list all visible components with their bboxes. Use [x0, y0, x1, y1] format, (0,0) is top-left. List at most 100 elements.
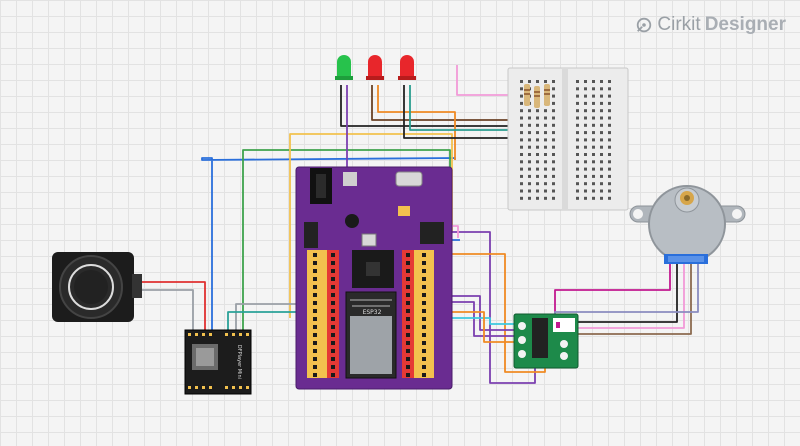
breadboard-hole[interactable]: [576, 123, 579, 127]
breadboard-hole[interactable]: [528, 196, 531, 200]
breadboard-hole[interactable]: [552, 153, 555, 156]
breadboard-hole[interactable]: [552, 131, 555, 135]
breadboard-hole[interactable]: [536, 189, 539, 193]
breadboard-hole[interactable]: [520, 145, 523, 149]
wire-led-red2-black[interactable]: [403, 85, 556, 139]
breadboard-hole[interactable]: [536, 109, 539, 113]
breadboard-hole[interactable]: [536, 196, 539, 200]
breadboard-hole[interactable]: [592, 182, 595, 186]
breadboard-hole[interactable]: [544, 116, 547, 120]
breadboard-hole[interactable]: [552, 87, 555, 91]
breadboard-hole[interactable]: [536, 138, 539, 142]
breadboard-hole[interactable]: [584, 116, 587, 120]
breadboard-hole[interactable]: [600, 94, 603, 98]
breadboard-hole[interactable]: [600, 101, 603, 105]
led-red-2[interactable]: [398, 55, 416, 80]
breadboard-hole[interactable]: [544, 196, 547, 200]
breadboard-hole[interactable]: [544, 145, 547, 149]
wire-stepper-magenta[interactable]: [554, 262, 671, 318]
wire-purple-d1[interactable]: [438, 295, 518, 331]
wire-cyan-d[interactable]: [438, 317, 518, 325]
breadboard-hole[interactable]: [600, 116, 603, 120]
stepper-motor[interactable]: [629, 185, 746, 264]
breadboard-hole[interactable]: [608, 138, 611, 142]
breadboard-hole[interactable]: [552, 189, 555, 193]
breadboard-hole[interactable]: [608, 153, 611, 156]
breadboard-hole[interactable]: [592, 167, 595, 171]
breadboard-hole[interactable]: [544, 174, 547, 178]
breadboard-hole[interactable]: [536, 80, 539, 83]
led-red-1[interactable]: [366, 55, 384, 80]
breadboard-hole[interactable]: [584, 145, 587, 149]
speaker[interactable]: [52, 252, 142, 322]
breadboard-hole[interactable]: [584, 131, 587, 135]
wire-speaker-gray[interactable]: [140, 289, 194, 336]
breadboard-hole[interactable]: [520, 174, 523, 178]
wire-led-red2-green[interactable]: [409, 85, 538, 131]
breadboard-hole[interactable]: [576, 153, 579, 156]
breadboard-hole[interactable]: [552, 182, 555, 186]
breadboard-hole[interactable]: [520, 138, 523, 142]
breadboard-hole[interactable]: [592, 80, 595, 83]
breadboard-hole[interactable]: [576, 80, 579, 83]
breadboard-hole[interactable]: [592, 101, 595, 105]
esp32-right-header[interactable]: [402, 250, 434, 378]
wire-orange-driver[interactable]: [418, 253, 546, 373]
breadboard-hole[interactable]: [584, 109, 587, 113]
breadboard-hole[interactable]: [544, 189, 547, 193]
breadboard-hole[interactable]: [576, 167, 579, 171]
breadboard-hole[interactable]: [536, 182, 539, 186]
breadboard-hole[interactable]: [592, 94, 595, 98]
breadboard-hole[interactable]: [544, 182, 547, 186]
breadboard-hole[interactable]: [576, 101, 579, 105]
breadboard-hole[interactable]: [528, 109, 531, 113]
breadboard-hole[interactable]: [584, 138, 587, 142]
breadboard-hole[interactable]: [600, 174, 603, 178]
breadboard-hole[interactable]: [600, 138, 603, 142]
breadboard-hole[interactable]: [584, 167, 587, 171]
uln2003-driver-board[interactable]: [513, 313, 579, 369]
breadboard-hole[interactable]: [592, 116, 595, 120]
breadboard-hole[interactable]: [576, 174, 579, 178]
breadboard-hole[interactable]: [600, 80, 603, 83]
breadboard-hole[interactable]: [592, 123, 595, 127]
breadboard-hole[interactable]: [544, 109, 547, 113]
breadboard-hole[interactable]: [528, 138, 531, 142]
breadboard-hole[interactable]: [584, 94, 587, 98]
breadboard-hole[interactable]: [608, 196, 611, 200]
breadboard-hole[interactable]: [592, 109, 595, 113]
breadboard-hole[interactable]: [552, 160, 555, 164]
breadboard-hole[interactable]: [576, 94, 579, 98]
breadboard-hole[interactable]: [592, 138, 595, 142]
breadboard-hole[interactable]: [576, 145, 579, 149]
breadboard-hole[interactable]: [528, 116, 531, 120]
breadboard-hole[interactable]: [536, 145, 539, 149]
breadboard-hole[interactable]: [520, 80, 523, 83]
breadboard-hole[interactable]: [584, 80, 587, 83]
breadboard-hole[interactable]: [520, 109, 523, 113]
breadboard-hole[interactable]: [600, 131, 603, 135]
breadboard-hole[interactable]: [552, 138, 555, 142]
breadboard-hole[interactable]: [608, 167, 611, 171]
esp32-board[interactable]: ESP32: [295, 166, 453, 390]
breadboard-hole[interactable]: [544, 131, 547, 135]
wire-stepper-pink[interactable]: [574, 262, 685, 329]
breadboard-hole[interactable]: [592, 174, 595, 178]
breadboard-hole[interactable]: [528, 131, 531, 135]
breadboard-hole[interactable]: [584, 196, 587, 200]
breadboard-hole[interactable]: [608, 80, 611, 83]
breadboard-hole[interactable]: [528, 153, 531, 156]
wire-orange-d[interactable]: [438, 311, 518, 343]
breadboard-hole[interactable]: [520, 101, 523, 105]
breadboard-hole[interactable]: [544, 138, 547, 142]
breadboard-hole[interactable]: [520, 131, 523, 135]
breadboard-hole[interactable]: [584, 174, 587, 178]
breadboard-hole[interactable]: [600, 145, 603, 149]
breadboard-hole[interactable]: [608, 182, 611, 186]
breadboard-hole[interactable]: [520, 189, 523, 193]
breadboard-hole[interactable]: [576, 131, 579, 135]
breadboard-hole[interactable]: [552, 116, 555, 120]
breadboard-hole[interactable]: [520, 87, 523, 91]
breadboard-hole[interactable]: [576, 87, 579, 91]
